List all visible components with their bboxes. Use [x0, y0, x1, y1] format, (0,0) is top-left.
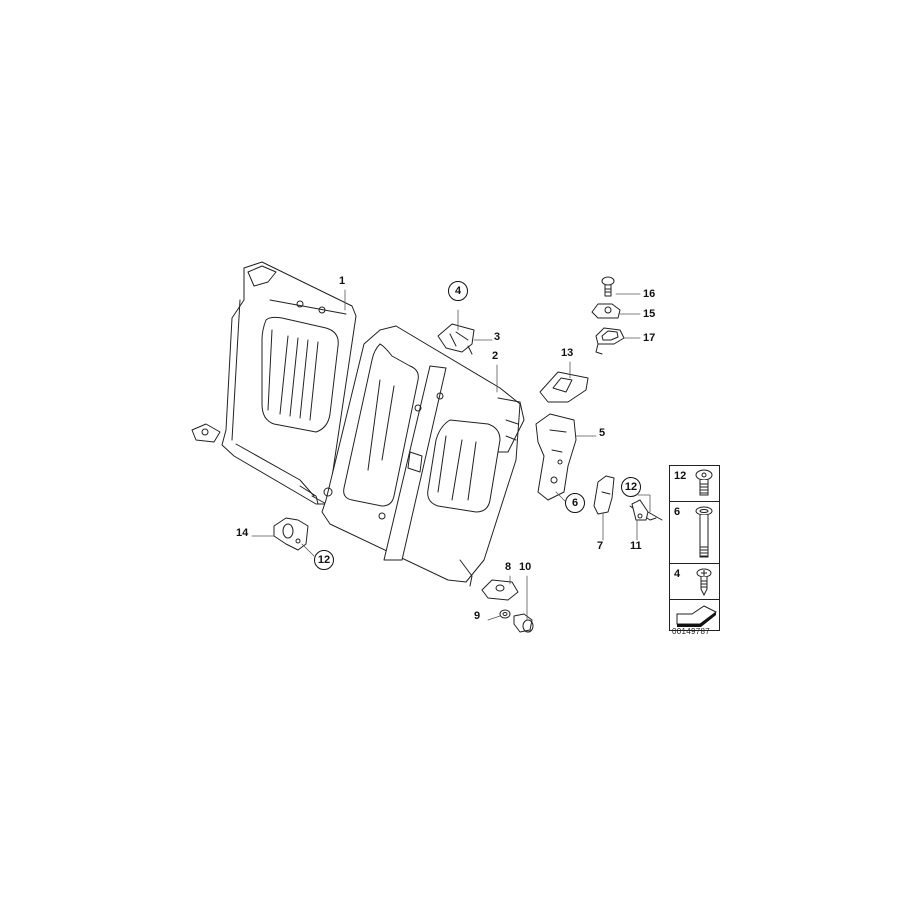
- legend-label: 6: [674, 506, 681, 518]
- callout-12-circled-left: 12: [314, 550, 334, 570]
- legend-item-12: 12: [670, 466, 719, 502]
- part-15-nut-clip: [591, 303, 621, 319]
- part-11-bracket-screw: [629, 499, 663, 521]
- legend-item-6: 6: [670, 502, 719, 564]
- part-10-bolt: [513, 613, 534, 633]
- callout-1: 1: [339, 275, 346, 287]
- callout-8: 8: [505, 561, 512, 573]
- part-14-bracket: [273, 517, 309, 551]
- part-9-washer: [499, 609, 511, 619]
- legend-item-4: 4: [670, 564, 719, 600]
- legend-direction: [670, 600, 719, 630]
- callout-14: 14: [236, 527, 249, 539]
- callout-10: 10: [519, 561, 532, 573]
- callout-9: 9: [474, 610, 481, 622]
- part-7-trim-piece: [593, 475, 615, 515]
- leader-lines: [251, 289, 651, 621]
- callout-7: 7: [597, 540, 604, 552]
- part-5-lock-mechanism: [535, 413, 577, 501]
- callout-11: 11: [630, 540, 642, 552]
- callout-6-circled: 6: [565, 493, 585, 513]
- legend-label: 4: [674, 568, 681, 580]
- self-tapping-screw-icon: [696, 568, 712, 597]
- part-3-bracket: [437, 323, 475, 355]
- callout-16: 16: [643, 288, 656, 300]
- callout-2: 2: [492, 350, 499, 362]
- fastener-legend: 12 6 4: [669, 465, 720, 631]
- part-8-bracket: [481, 579, 519, 601]
- countersunk-bolt-icon: [695, 506, 713, 558]
- forward-arrow-icon: [676, 605, 717, 627]
- callout-4-circled: 4: [448, 281, 468, 301]
- callout-15: 15: [643, 308, 656, 320]
- callout-5: 5: [599, 427, 606, 439]
- drawing-code: 00149787: [672, 627, 710, 636]
- callout-12-circled-right: 12: [621, 477, 641, 497]
- button-head-screw-icon: [695, 469, 713, 496]
- callout-3: 3: [494, 331, 501, 343]
- part-16-screw: [601, 276, 615, 297]
- callout-13: 13: [561, 347, 574, 359]
- part-13-cover: [539, 371, 589, 403]
- callout-17: 17: [643, 332, 656, 344]
- part-1-left-backrest-frame: [191, 261, 357, 507]
- legend-label: 12: [674, 470, 687, 482]
- part-17-bracket-loop: [595, 327, 625, 355]
- part-2-right-backrest-frame: [321, 325, 525, 587]
